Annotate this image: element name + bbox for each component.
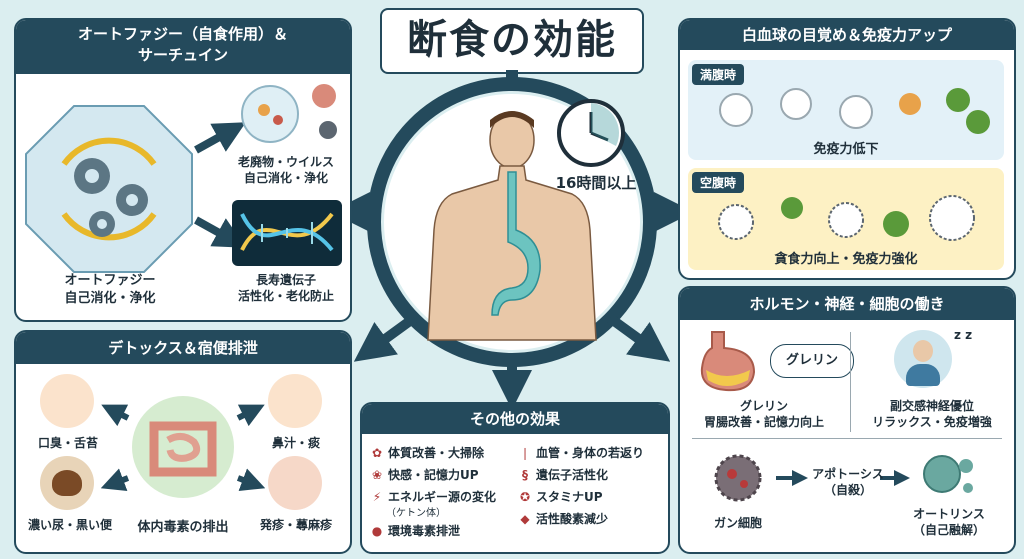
other-effects-heading: その他の効果 xyxy=(362,404,668,434)
autophagy-arrows xyxy=(194,122,246,248)
empty-stomach-box: 空腹時 貪食力向上・免疫力強化 xyxy=(688,168,1004,270)
other-effect-item: ✿体質改善・大掃除 xyxy=(371,446,485,460)
gene-icon: § xyxy=(522,468,528,482)
toxin-release-label: 体内毒素の排出 xyxy=(137,520,229,535)
full-stomach-caption: 免疫力低下 xyxy=(813,142,879,157)
human-body-icon xyxy=(427,111,597,341)
fasting-duration-label: 16時間以上 xyxy=(555,174,637,192)
full-stomach-tag: 満腹時 xyxy=(692,64,745,85)
hormone-heading: ホルモン・神経・細胞の働き xyxy=(680,288,1014,320)
empty-stomach-caption: 貪食力向上・免疫力強化 xyxy=(774,252,918,267)
waste-virus-label: 老廃物・ウイルス 自己消化・浄化 xyxy=(237,155,334,185)
parasympathetic-label: 副交感神経優位 リラックス・免疫増強 xyxy=(872,399,992,429)
sleep-zz-icon: z z xyxy=(954,328,973,342)
apoptosis-label: アポトーシス （自殺） xyxy=(812,467,884,497)
dna-icon xyxy=(240,212,334,252)
urine-stool-label: 濃い尿・黒い便 xyxy=(27,518,112,532)
cancer-cell-label: ガン細胞 xyxy=(713,516,762,530)
panel-divider xyxy=(850,332,851,432)
dissolving-cell-icon xyxy=(923,455,973,493)
stool-shape xyxy=(52,470,82,496)
dna-image xyxy=(232,200,342,266)
other-effect-item: ❀快感・記憶力UP xyxy=(371,468,479,482)
other-effect-item: ✪スタミナUP xyxy=(519,490,603,504)
energy-icon: ⚡ xyxy=(372,490,382,504)
cleaning-icon: ✿ xyxy=(371,446,383,460)
autophagy-main-label: オートファジー 自己消化・浄化 xyxy=(64,273,156,306)
other-effect-item: ◆活性酸素減少 xyxy=(518,510,608,527)
nose-label: 鼻汁・痰 xyxy=(271,436,320,450)
other-effects-panel: その他の効果 ✿体質改善・大掃除 ❀快感・記憶力UP ⚡エネルギー源の変化 （ケ… xyxy=(360,402,670,554)
hormone-panel: ホルモン・神経・細胞の働き グレリン グレリン 胃腸改善・記憶力向上 z z 副… xyxy=(678,286,1016,554)
autophagy-heading: オートファジー（自食作用）＆ サーチュイン xyxy=(16,20,350,74)
page-title: 断食の効能 xyxy=(380,8,644,74)
stomach-icon xyxy=(700,331,756,392)
cancer-cell-icon xyxy=(714,454,762,502)
mouth-breath-icon xyxy=(40,374,94,428)
full-stomach-box: 満腹時 免疫力低下 xyxy=(688,60,1004,160)
clock-icon xyxy=(557,99,625,167)
other-effect-item: §遺伝子活性化 xyxy=(518,466,608,483)
blood-vessel-icon: ❘ xyxy=(519,446,531,460)
rash-icon xyxy=(268,456,322,510)
empty-stomach-tag: 空腹時 xyxy=(692,172,745,193)
other-effect-item: ⚡エネルギー源の変化 xyxy=(370,488,496,505)
gear-cycle-icon xyxy=(25,105,193,273)
droplet-icon: ● xyxy=(371,524,383,538)
relaxed-person-icon xyxy=(894,330,952,388)
autophagy-panel: オートファジー（自食作用）＆ サーチュイン オートファジー 自己消化・浄化 老廃… xyxy=(14,18,352,322)
detox-heading: デトックス＆宿便排泄 xyxy=(16,332,350,364)
person-head xyxy=(913,340,933,362)
stamina-icon: ✪ xyxy=(519,490,531,504)
ghrelin-bubble: グレリン xyxy=(770,344,854,378)
autolysis-label: オートリンス （自己融解） xyxy=(912,507,985,537)
intestine-icon xyxy=(132,396,234,498)
lower-divider xyxy=(692,438,1002,439)
immune-panel: 白血球の目覚め＆免疫力アップ 満腹時 免疫力低下 空腹時 貪食力向上・免疫力強化 xyxy=(678,18,1016,280)
other-effect-item: ●環境毒素排泄 xyxy=(371,524,461,538)
detox-arrows xyxy=(100,404,266,492)
immune-heading: 白血球の目覚め＆免疫力アップ xyxy=(680,20,1014,50)
breath-label: 口臭・舌苔 xyxy=(37,436,98,450)
detox-panel: デトックス＆宿便排泄 口臭・舌苔 鼻汁・痰 濃い尿・黒い便 発疹・蕁麻疹 体内毒… xyxy=(14,330,352,554)
other-effect-item: ❘血管・身体の若返り xyxy=(519,446,645,460)
active-white-cells-icon xyxy=(718,195,975,241)
oxygen-drop-icon: ◆ xyxy=(520,512,530,526)
stool-icon xyxy=(40,456,94,510)
ketone-note: （ケトン体） xyxy=(386,508,446,519)
person-body xyxy=(906,364,940,386)
intestine-shape xyxy=(149,421,217,477)
weak-white-cells-icon xyxy=(719,88,990,134)
longevity-gene-label: 長寿遺伝子 活性化・老化防止 xyxy=(237,273,334,303)
ghrelin-label: グレリン 胃腸改善・記憶力向上 xyxy=(703,399,824,429)
rash-label: 発疹・蕁麻疹 xyxy=(259,518,332,532)
virus-cell-icon xyxy=(241,84,337,143)
apoptosis-arrows xyxy=(776,470,910,486)
nose-icon xyxy=(268,374,322,428)
brain-icon: ❀ xyxy=(371,468,383,482)
